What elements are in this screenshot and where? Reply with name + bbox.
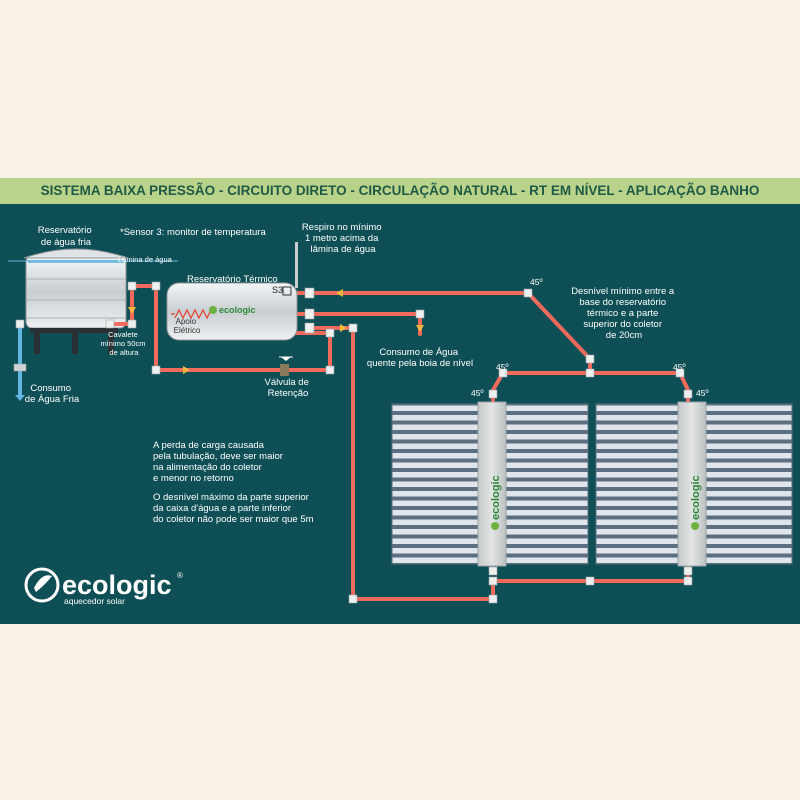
cold-flow-arrow (15, 395, 25, 401)
registered-mark: ® (177, 571, 183, 580)
level-difference-label: Desnível mínimo entre a base do reservat… (571, 286, 677, 341)
cold-tank-label: Reservatório de água fria (38, 225, 95, 248)
pipe-joints (13, 281, 693, 604)
max-level-note: O desnível máximo da parte superior da c… (153, 492, 314, 525)
brand-name: ecologic (62, 570, 172, 600)
flow-arrows (128, 289, 424, 374)
diagram-title: SISTEMA BAIXA PRESSÃO - CIRCUITO DIRETO … (40, 183, 760, 198)
angle-label: 45º (530, 277, 543, 287)
electric-support-label: Apoio Elétrico (174, 317, 201, 335)
reservoir-brand: ecologic (219, 305, 256, 315)
angle-label: 45º (496, 362, 509, 372)
solar-collector-2: ecologic (595, 401, 793, 567)
sensor-tag: S3 (272, 285, 283, 295)
thermal-reservoir: ecologic (166, 242, 298, 341)
pressure-note: A perda de carga causada pela tubulação,… (153, 440, 286, 484)
title-banner: SISTEMA BAIXA PRESSÃO - CIRCUITO DIRETO … (0, 178, 800, 204)
cold-consumption-label: Consumo de Água Fria (25, 383, 80, 405)
angle-label: 45º (471, 388, 484, 398)
vent-label: Respiro no mínimo 1 metro acima da lâmin… (302, 222, 384, 255)
solar-collector-1: ecologic (391, 401, 589, 567)
ecologic-logo-icon (24, 567, 60, 603)
leaf-icon (491, 522, 499, 530)
cold-water-tank (23, 248, 129, 354)
check-valve-label: Válvula de Retenção (264, 377, 311, 399)
check-valve (279, 356, 293, 376)
angle-label: 45º (673, 362, 686, 372)
collector-1-brand: ecologic (490, 475, 502, 520)
sensor-note: *Sensor 3: monitor de temperatura (120, 227, 266, 238)
leaf-icon (691, 522, 699, 530)
stand-label: Cavalete mínimo 50cm de altura (100, 330, 147, 357)
brand-tagline: aquecedor solar (64, 596, 125, 606)
collector-2-brand: ecologic (690, 475, 702, 520)
thermal-reservoir-label: Reservatório Térmico (187, 274, 278, 285)
system-diagram: ecologic ecologic ecologic Reservatório … (8, 222, 793, 606)
brand-logo: ecologic ® aquecedor solar (24, 567, 183, 606)
angle-label: 45º (696, 388, 709, 398)
water-level-label: Lâmina de água (118, 255, 173, 264)
leaf-icon (209, 306, 217, 314)
hot-consumption-label: Consumo de Água quente pela boia de níve… (367, 347, 473, 369)
heating-element (174, 308, 212, 320)
diagram-panel: ecologic ecologic ecologic Reservatório … (0, 204, 800, 624)
angle-labels: 45º 45º 45º 45º 45º (471, 277, 709, 398)
